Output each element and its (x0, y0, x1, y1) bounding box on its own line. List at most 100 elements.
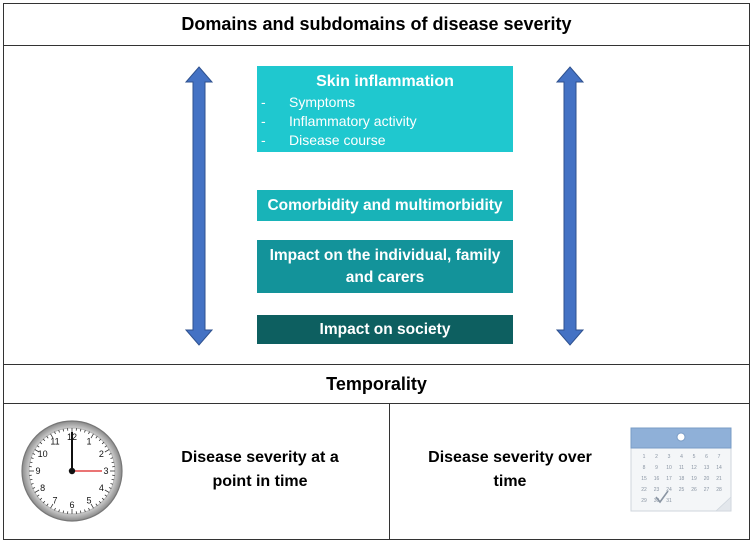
calendar-day: 29 (641, 498, 647, 504)
clock-tick (88, 507, 90, 511)
calendar-day: 18 (679, 476, 685, 482)
clock-tick (54, 507, 56, 511)
calendar-day: 10 (666, 465, 672, 471)
calendar-day: 17 (666, 476, 672, 482)
domain-impact-individual: Impact on the individual, family and car… (257, 240, 513, 293)
clock-tick (42, 500, 46, 504)
clock-tick (62, 510, 64, 514)
clock-tick (42, 438, 46, 442)
calendar-day: 31 (666, 498, 672, 504)
clock-tick (88, 431, 90, 435)
temporality-title: Temporality (326, 373, 427, 394)
clock-tick (104, 489, 110, 493)
clock-number: 10 (38, 449, 48, 459)
domain-skin-inflammation: Skin inflammation - Symptoms - Inflammat… (257, 66, 513, 152)
calendar-day: 25 (679, 487, 685, 493)
clock-tick (84, 429, 86, 433)
calendar-day: 26 (691, 487, 697, 493)
clock-tick (62, 428, 64, 432)
calendar-day: 6 (705, 454, 708, 460)
clock-tick (95, 503, 98, 507)
double-arrow-left (184, 66, 214, 346)
calendar-day: 30 (654, 498, 660, 504)
calendar-day: 4 (680, 454, 683, 460)
clock-tick (101, 441, 105, 445)
clock-number: 6 (69, 500, 74, 510)
calendar-day: 11 (679, 465, 684, 471)
clock-tick (104, 449, 110, 453)
domain-comorbidity-title: Comorbidity and multimorbidity (267, 196, 503, 214)
calendar-day: 13 (704, 465, 710, 471)
calendar-day: 22 (641, 487, 647, 493)
calendar-day: 14 (716, 465, 722, 471)
clock-number: 4 (99, 483, 104, 493)
clock-tick (104, 445, 108, 448)
subdomain-item: - Disease course (261, 132, 386, 148)
calendar-day: 24 (666, 487, 672, 493)
clock-tick (39, 497, 43, 501)
clock-icon: 121234567891011 (21, 420, 123, 522)
clock-tick (30, 483, 34, 485)
subdomain-item: - Inflammatory activity (261, 113, 417, 129)
subdomain-item: - Symptoms (261, 94, 356, 110)
double-arrow-right (555, 66, 585, 346)
clock-tick (34, 449, 40, 453)
calendar-day: 9 (655, 465, 658, 471)
calendar-day: 20 (704, 476, 710, 482)
clock-tick (50, 503, 54, 509)
calendar-day: 16 (654, 476, 660, 482)
clock-tick (108, 453, 112, 455)
calendar-day: 19 (691, 476, 697, 482)
clock-tick (90, 503, 94, 509)
clock-tick (110, 457, 114, 459)
calendar-day: 15 (641, 476, 647, 482)
domain-skin-title: Skin inflammation (316, 73, 454, 90)
clock-tick (104, 494, 108, 497)
subdomain-inflammatory-activity: Inflammatory activity (289, 113, 417, 129)
calendar-day: 2 (655, 454, 658, 460)
calendar-day: 23 (654, 487, 660, 493)
calendar-day: 8 (643, 465, 646, 471)
clock-number: 7 (52, 495, 57, 505)
domain-comorbidity: Comorbidity and multimorbidity (257, 190, 513, 221)
clock-tick (32, 487, 36, 489)
clock-tick (29, 479, 33, 481)
subdomain-disease-course: Disease course (289, 132, 386, 148)
clock-tick (46, 503, 49, 507)
point-in-time-label: Disease severity at a point in time (181, 449, 339, 490)
calendar-day: 21 (716, 476, 722, 482)
clock-tick (101, 497, 105, 501)
calendar-day: 1 (643, 454, 646, 460)
clock-number: 8 (40, 483, 45, 493)
clock-tick (34, 489, 40, 493)
subdomain-symptoms: Symptoms (289, 94, 356, 110)
clock-tick (80, 428, 82, 432)
domain-impact-individual-line2: and carers (345, 268, 425, 286)
clock-tick (90, 433, 94, 439)
clock-tick (58, 509, 60, 513)
clock-number: 2 (99, 449, 104, 459)
calendar-day: 12 (691, 465, 697, 471)
clock-tick (36, 445, 40, 448)
clock-tick (95, 435, 98, 439)
clock-tick (98, 500, 102, 504)
domain-impact-individual-line1: Impact on the individual, family (269, 246, 501, 264)
clock-tick (111, 461, 115, 463)
clock-tick (30, 457, 34, 459)
clock-tick (80, 510, 82, 514)
clock-tick (98, 438, 102, 442)
domain-impact-society-title: Impact on society (319, 320, 451, 338)
clock-tick (110, 483, 114, 485)
clock-tick (108, 487, 112, 489)
clock-tick (46, 435, 49, 439)
clock-number: 3 (103, 466, 108, 476)
calendar-day: 28 (716, 487, 722, 493)
over-time-label: Disease severity over time (428, 449, 592, 490)
calendar-day: 5 (693, 454, 696, 460)
calendar-day: 27 (704, 487, 710, 493)
clock-tick (50, 433, 54, 439)
clock-tick (32, 453, 36, 455)
clock-tick (111, 479, 115, 481)
temporality-header: Temporality (3, 364, 750, 404)
domain-impact-society: Impact on society (257, 315, 513, 344)
